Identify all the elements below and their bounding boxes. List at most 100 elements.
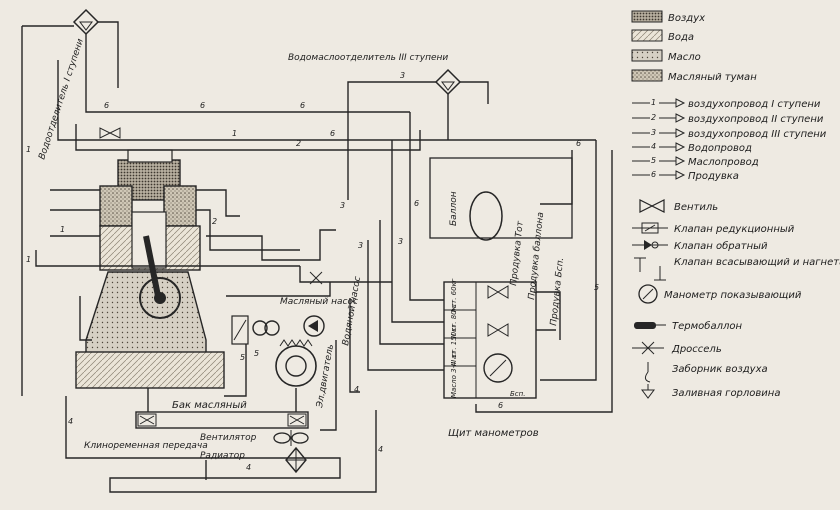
pipe-num: 3 xyxy=(400,71,405,80)
legend-label-reducing: Клапан редукционный xyxy=(674,224,795,235)
board-valve-2 xyxy=(487,323,509,337)
label-fan: Вентилятор xyxy=(200,433,257,443)
pipe-num: 6 xyxy=(300,101,305,110)
pipe-numbers: 6 6 6 1 6 2 3 1 1 1 2 3 3 3 6 5 6 6 4 4 … xyxy=(26,71,599,472)
belt-drive xyxy=(135,388,309,429)
cylinder-stage1 xyxy=(99,185,133,227)
valve-icon xyxy=(639,199,665,213)
legend-label-intake: Заборник воздуха xyxy=(672,363,768,375)
legend-item-oil: Масло xyxy=(631,49,701,63)
pipe-num: 4 xyxy=(246,463,251,472)
label-purge-top: Продувка Тот xyxy=(509,220,526,286)
pipe-num: 3 xyxy=(340,201,345,210)
label-gauge-5: Бсп. xyxy=(510,390,525,398)
pipe-num: 5 xyxy=(254,349,259,358)
oil-sump xyxy=(75,351,225,389)
legend-label-water: Вода xyxy=(668,32,694,43)
legend-label-throttle: Дроссель xyxy=(671,344,722,355)
throttle-mid xyxy=(309,271,323,285)
label-sep-stage1: Водоотделитель I ступени xyxy=(37,37,86,160)
label-gauge-4: Масло 3-4 ат xyxy=(450,350,458,398)
legend: Воздух Вода Масло Масляный туман 1 возду… xyxy=(631,10,840,399)
legend-line4: 4 Водопровод xyxy=(632,141,752,154)
legend-num-5: 5 xyxy=(651,156,656,165)
label-water-pump: Водяной насос xyxy=(341,276,363,347)
reducing-valve-icon xyxy=(632,222,668,234)
legend-filler: Заливная горловина xyxy=(641,384,780,399)
legend-label-suction: Клапан всасывающий и нагнетательный xyxy=(674,257,840,268)
legend-label-line6: Продувка xyxy=(688,171,739,182)
thermo-bulb-icon xyxy=(634,322,666,329)
filler-neck-icon xyxy=(641,384,655,399)
legend-label-line3: воздухопровод III ступени xyxy=(688,129,827,140)
pipe-num: 1 xyxy=(26,145,31,154)
board-valve-1 xyxy=(487,285,509,299)
pipelines xyxy=(21,21,613,493)
pipe-num: 3 xyxy=(398,237,403,246)
legend-valve: Вентиль xyxy=(639,199,718,213)
pipe-num: 6 xyxy=(576,139,581,148)
check-valve-icon xyxy=(632,240,668,250)
legend-thermo: Термобаллон xyxy=(634,320,742,332)
gauge-icon xyxy=(638,284,658,304)
label-gauge-1: I ст. 60кг xyxy=(450,278,458,312)
legend-intake: Заборник воздуха xyxy=(644,362,768,383)
label-oil-tank: Бак масляный xyxy=(172,400,247,411)
pipe-num: 5 xyxy=(240,353,245,362)
label-belt: Клиноременная передача xyxy=(84,441,208,451)
label-oil-pump: Масляный насос xyxy=(280,297,358,307)
legend-num-4: 4 xyxy=(651,142,656,151)
label-gauge-board: Щит манометров xyxy=(448,428,539,439)
top-valve xyxy=(99,127,121,139)
radiator xyxy=(285,446,307,474)
electric-motor xyxy=(275,339,317,387)
legend-num-2: 2 xyxy=(651,113,656,122)
air-intake-icon xyxy=(644,362,651,383)
separator-stage3 xyxy=(434,68,462,96)
legend-line3: 3 воздухопровод III ступени xyxy=(632,127,827,140)
legend-line1: 1 воздухопровод I ступени xyxy=(632,97,821,110)
water-pump xyxy=(303,315,325,337)
pipe-num: 1 xyxy=(60,225,65,234)
legend-label-oil: Масло xyxy=(668,52,701,63)
pipe-num: 4 xyxy=(68,417,73,426)
legend-item-oil-mist: Масляный туман xyxy=(631,69,757,83)
legend-item-air: Воздух xyxy=(631,10,705,24)
legend-throttle: Дроссель xyxy=(632,341,722,355)
label-motor: Эл.двигатель xyxy=(315,343,336,409)
legend-num-6: 6 xyxy=(651,170,656,179)
legend-label-air: Воздух xyxy=(668,13,705,24)
legend-num-1: 1 xyxy=(651,98,656,107)
pipe-num: 6 xyxy=(104,101,109,110)
throttle-icon xyxy=(632,341,664,355)
gauge-board xyxy=(443,281,537,399)
pipe-num: 4 xyxy=(354,385,359,394)
legend-suction: Клапан всасывающий и нагнетательный xyxy=(634,257,840,281)
legend-line2: 2 воздухопровод II ступени xyxy=(632,112,824,125)
legend-label-oil-mist: Масляный туман xyxy=(668,72,757,83)
legend-label-line2: воздухопровод II ступени xyxy=(688,114,824,125)
pipe-num: 2 xyxy=(296,139,301,148)
legend-label-valve: Вентиль xyxy=(674,202,718,213)
legend-reducing: Клапан редукционный xyxy=(632,222,795,235)
label-radiator: Радиатор xyxy=(200,451,245,461)
label-gauge-2: II ст. 80кг xyxy=(450,302,458,338)
label-balloon: Баллон xyxy=(449,191,459,226)
legend-label-line4: Водопровод xyxy=(688,143,752,154)
crankshaft xyxy=(139,277,181,319)
legend-label-filler: Заливная горловина xyxy=(672,388,780,399)
compressor-unit xyxy=(75,149,225,389)
pipe-num: 2 xyxy=(212,217,217,226)
oil-pump xyxy=(231,315,280,345)
pipe-num: 1 xyxy=(26,255,31,264)
separator-stage1 xyxy=(72,8,100,36)
pipe-num: 6 xyxy=(414,199,419,208)
label-sep-stage3: Водомаслоотделитель III ступени xyxy=(288,53,448,63)
legend-item-water: Вода xyxy=(631,29,694,43)
fan xyxy=(273,430,309,446)
label-gauge-3: III ст. 150кг xyxy=(450,324,458,366)
legend-num-3: 3 xyxy=(651,128,656,137)
label-purge-ee: Продувка Бсп. xyxy=(549,257,566,326)
